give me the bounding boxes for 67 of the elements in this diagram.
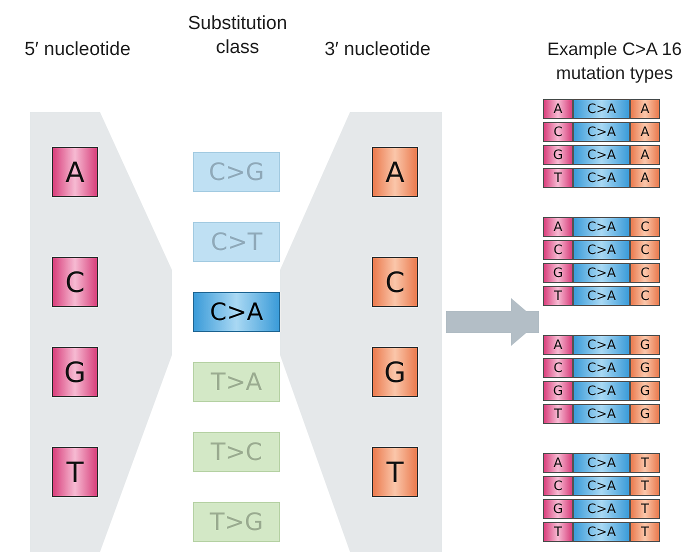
nucleotide-cell: G [543,499,573,519]
substitution-cell: C>A [573,522,630,542]
substitution-box: T>C [193,432,280,472]
nucleotide-cell: C [543,240,573,260]
nucleotide-cell: T [630,476,660,496]
nucleotide-box: A [372,147,418,197]
nucleotide-cell: C [543,122,573,142]
column-heading: 3′ nucleotide [323,38,432,62]
nucleotide-box: C [52,257,98,307]
substitution-box: C>A [193,292,280,332]
nucleotide-cell: A [543,217,573,237]
substitution-cell: C>A [573,99,630,119]
nucleotide-cell: T [630,522,660,542]
nucleotide-cell: A [630,122,660,142]
nucleotide-cell: T [543,522,573,542]
nucleotide-cell: A [630,168,660,188]
nucleotide-box: G [52,347,98,397]
nucleotide-cell: A [630,99,660,119]
nucleotide-cell: C [630,286,660,306]
substitution-cell: C>A [573,358,630,378]
nucleotide-cell: C [630,263,660,283]
column-heading: Example C>A 16 mutation types [546,38,683,85]
nucleotide-cell: C [543,358,573,378]
substitution-cell: C>A [573,381,630,401]
nucleotide-cell: G [630,381,660,401]
nucleotide-box: T [52,447,98,497]
nucleotide-cell: G [543,145,573,165]
substitution-cell: C>A [573,145,630,165]
nucleotide-cell: A [543,335,573,355]
column-heading: 5′ nucleotide [23,38,132,62]
arrow [446,298,539,346]
column-heading: Substitution class [186,12,288,60]
nucleotide-cell: A [630,145,660,165]
substitution-cell: C>A [573,168,630,188]
nucleotide-cell: A [543,453,573,473]
nucleotide-box: T [372,447,418,497]
substitution-cell: C>A [573,240,630,260]
nucleotide-cell: T [543,168,573,188]
substitution-cell: C>A [573,217,630,237]
nucleotide-cell: C [543,476,573,496]
substitution-cell: C>A [573,122,630,142]
substitution-cell: C>A [573,453,630,473]
nucleotide-box: G [372,347,418,397]
nucleotide-cell: A [543,99,573,119]
nucleotide-box: A [52,147,98,197]
substitution-box: C>G [193,152,280,192]
substitution-cell: C>A [573,404,630,424]
nucleotide-cell: G [630,404,660,424]
nucleotide-cell: G [630,335,660,355]
substitution-cell: C>A [573,335,630,355]
nucleotide-cell: C [630,240,660,260]
nucleotide-cell: T [543,286,573,306]
nucleotide-cell: T [630,499,660,519]
substitution-cell: C>A [573,263,630,283]
substitution-cell: C>A [573,286,630,306]
nucleotide-cell: G [630,358,660,378]
substitution-cell: C>A [573,476,630,496]
nucleotide-box: C [372,257,418,307]
nucleotide-cell: G [543,381,573,401]
substitution-cell: C>A [573,499,630,519]
nucleotide-cell: C [630,217,660,237]
substitution-box: T>G [193,502,280,542]
nucleotide-cell: G [543,263,573,283]
nucleotide-cell: T [630,453,660,473]
nucleotide-cell: T [543,404,573,424]
substitution-box: T>A [193,362,280,402]
substitution-box: C>T [193,222,280,262]
